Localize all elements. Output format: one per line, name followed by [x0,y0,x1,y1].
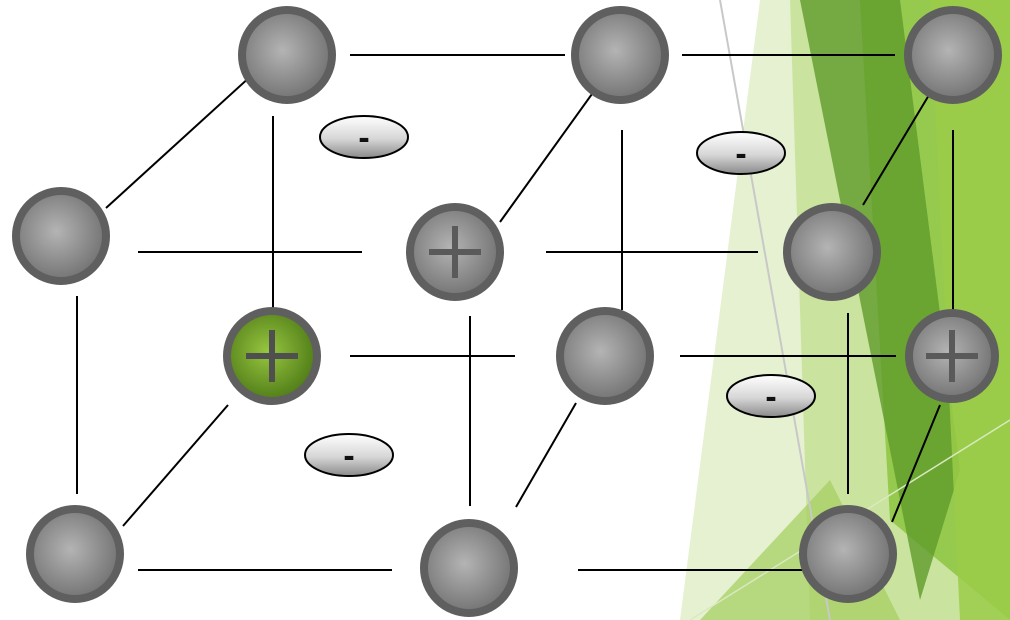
grey-ion [783,203,881,301]
plus-icon [926,330,978,382]
electron: - [319,115,409,159]
electron-body [319,115,409,159]
neutral-ions [12,6,1002,617]
electron-label: - [358,119,369,157]
electron-body [304,433,394,477]
cations [223,203,999,405]
green-plus-ion [223,307,321,405]
theme-facet [800,0,960,600]
grey-ion [26,505,124,603]
plus-icon [246,330,298,382]
grey-ion [238,6,336,104]
grey-ion [12,187,110,285]
bond-line [891,404,941,523]
plus-ion [406,203,504,301]
theme-stroke [719,0,831,620]
electron-body [726,374,816,418]
plus-ion [905,309,999,403]
electron: - [696,131,786,175]
grey-ion [571,6,669,104]
free-electrons: - - - - [304,115,816,477]
electron: - [726,374,816,418]
grey-ion [799,505,897,603]
grey-ion [420,519,518,617]
electron-label: - [765,378,776,416]
theme-facet [930,0,1010,620]
grey-ion [904,6,1002,104]
grey-ion [556,307,654,405]
electron-body [696,131,786,175]
electron: - [304,433,394,477]
plus-icon [429,226,481,278]
bond-line [515,402,577,508]
electron-label: - [343,437,354,475]
bond-line [122,404,229,527]
electron-label: - [735,135,746,173]
